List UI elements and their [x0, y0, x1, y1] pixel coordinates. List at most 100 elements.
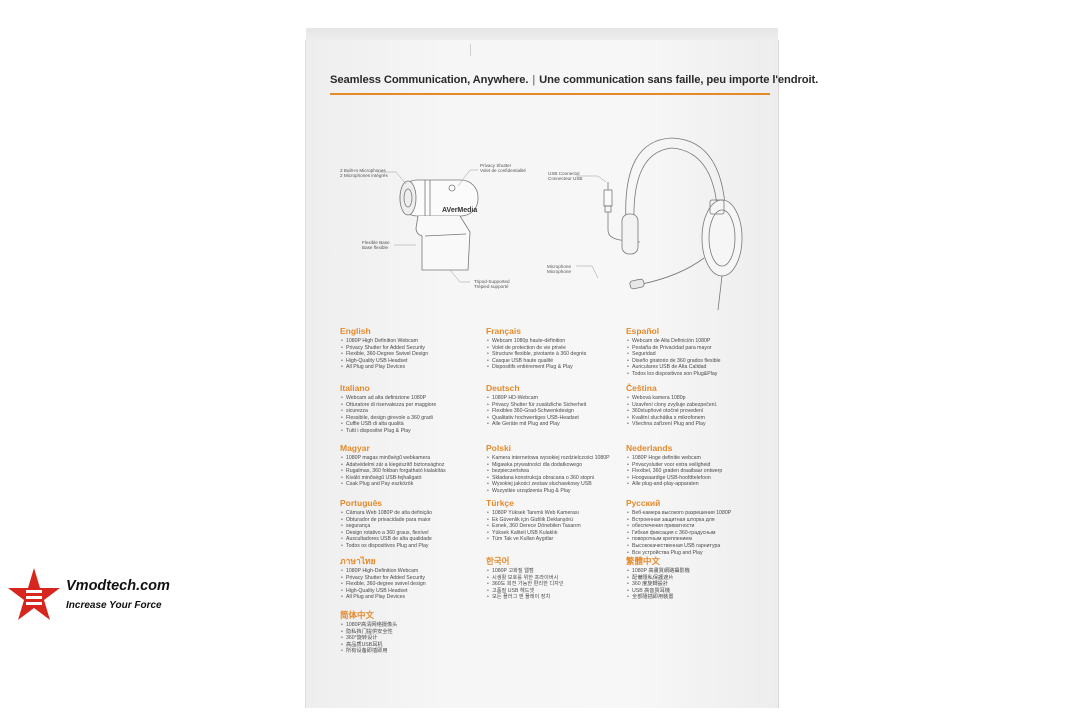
feature-list: Câmara Web 1080P de alta definição Obtur…	[340, 510, 432, 550]
lang-block-traditional-chinese: 繁體中文 1080P 高畫質網路攝影機 配備隱私保護遮片 360 度旋轉設計 U…	[626, 557, 690, 601]
feature-item: Ek Güvenlik için Gizlilik Deklanşörü	[487, 517, 581, 524]
feature-item: Auriculares USB de Alta Calidad	[627, 364, 721, 371]
feature-item: 고품질 USB 헤드셋	[487, 588, 564, 595]
feature-item: Alle plug-and-play-apparaten	[627, 481, 722, 488]
feature-item: segurança	[341, 523, 432, 530]
lang-title: Français	[486, 326, 521, 336]
feature-item: Csak Plug and Pay eszközök	[341, 481, 446, 488]
label-microphones-fr: 2 Microphones intégrés	[340, 173, 388, 179]
label-flexible-base: Flexible Base Base flexible	[362, 240, 390, 251]
headline-french: Une communication sans faille, peu impor…	[539, 74, 819, 86]
feature-item: Uzavření clony zvyšuje zabezpečení.	[627, 402, 717, 409]
feature-item: Privacy Shutter für zusätzliche Sicherhe…	[487, 402, 586, 409]
feature-item: Yüksek Kaliteli USB Kulaklık	[487, 530, 581, 537]
feature-item: 1080P Yüksek Tanımlı Web Kamerası	[487, 510, 581, 517]
feature-item: 全部隨插即用裝置	[627, 594, 690, 601]
lang-block-magyar: Magyar 1080P magas minőségű webkamera Ad…	[340, 444, 446, 488]
feature-item: 모든 플러그 앤 플레이 장치	[487, 594, 564, 601]
feature-item: 360 度旋轉設計	[627, 581, 690, 588]
feature-item: Alle Geräte mit Plug and Play	[487, 421, 586, 428]
feature-item: Privacy Shutter for Added Security	[341, 345, 428, 352]
feature-item: Webcam de Alta Definición 1080P	[627, 338, 721, 345]
usb-cable-drawing	[603, 182, 641, 243]
feature-item: Pestaña de Privacidad para mayor	[627, 345, 721, 352]
headline-english: Seamless Communication, Anywhere.	[330, 74, 529, 86]
flap-crease	[470, 44, 471, 56]
feature-item: Wszystkie urządzenia Plug & Play	[487, 488, 610, 495]
feature-item: USB 高音質耳機	[627, 588, 690, 595]
feature-item: 配備隱私保護遮片	[627, 575, 690, 582]
lang-title: 한국어	[486, 556, 510, 566]
feature-item: Todos os dispositivos Plug and Play	[341, 543, 432, 550]
feature-item: 所有设备即插即用	[341, 648, 397, 655]
feature-item: Веб-камера высокого разрешения 1080P	[627, 510, 731, 517]
feature-item: Diseño giratorio de 360 grados flexible	[627, 358, 721, 365]
feature-item: Kiváló minőségű USB-fejhallgató	[341, 475, 446, 482]
feature-list: 1080P 고화질 웹캠 시생활 보호를 위한 프라이버시 360도 회전 가능…	[486, 568, 564, 601]
feature-list: Webcam 1080p haute-définition Volet de p…	[486, 338, 586, 371]
webcam-drawing	[399, 179, 479, 271]
feature-item: Webcam 1080p haute-définition	[487, 338, 586, 345]
feature-item: Гибкая фиксация с 360-градусным	[627, 530, 731, 537]
label-base-en: Flexible Base	[362, 240, 390, 245]
feature-item: 1080P高清网络摄像头	[341, 622, 397, 629]
feature-item: Otturatore di riservatezza per maggiore	[341, 402, 436, 409]
label-microphones-en: 2 Built-In Microphones	[340, 168, 386, 173]
headline-rule	[330, 93, 770, 95]
feature-item: обеспечения приватности	[627, 523, 731, 530]
feature-item: 1080P High Definition Webcam	[341, 338, 428, 345]
lang-block-deutsch: Deutsch 1080P HD-Webcam Privacy Shutter …	[486, 384, 586, 428]
label-microphone: Microphone Microphone	[547, 264, 571, 275]
lang-block-korean: 한국어 1080P 고화질 웹캠 시생활 보호를 위한 프라이버시 360도 회…	[486, 557, 564, 601]
lang-block-russian: Русский Веб-камера высокого разрешения 1…	[626, 499, 731, 556]
lang-block-thai: ภาษาไทย 1080P High-Definition Webcam Pri…	[340, 557, 426, 601]
feature-item: Všechna zařízení Plug and Play	[627, 421, 717, 428]
feature-item: Adatvédelmi zár a kiegészítő biztonságho…	[341, 462, 446, 469]
feature-item: 1080P Hoge definitie webcam	[627, 455, 722, 462]
lang-block-francais: Français Webcam 1080p haute-définition V…	[486, 327, 586, 371]
feature-item: All Plug and Play Devices	[341, 364, 428, 371]
feature-item: 1080P 高畫質網路攝影機	[627, 568, 690, 575]
label-usb-connector: USB Connector Connecteur USB	[548, 171, 582, 182]
feature-item: Wysokiej jakości zestaw słuchawkowy USB	[487, 481, 610, 488]
feature-list: 1080P高清网络摄像头 隐私挡门提供安全性 360°旋转设计 高品质USB耳机…	[340, 622, 397, 655]
lang-title: Deutsch	[486, 383, 520, 393]
lang-block-turkce: Türkçe 1080P Yüksek Tanımlı Web Kamerası…	[486, 499, 581, 543]
feature-item: High-Quality USB Headset	[341, 588, 426, 595]
feature-item: 시생활 보호를 위한 프라이버시	[487, 575, 564, 582]
feature-item: Все устройства Plug and Play	[627, 550, 731, 557]
feature-item: Structure flexible, pivotante à 360 degr…	[487, 351, 586, 358]
label-base-fr: Base flexible	[362, 245, 389, 251]
lang-title: Italiano	[340, 383, 370, 393]
feature-item: поворотным креплением	[627, 536, 731, 543]
feature-item: 360stupňové otočné provedení	[627, 408, 717, 415]
label-usb-en: USB Connector	[548, 171, 580, 176]
label-tripod: Tripod-Supported Trépied supporté	[474, 279, 510, 290]
feature-item: 高品质USB耳机	[341, 642, 397, 649]
vmodtech-logo-icon	[8, 568, 60, 620]
feature-item: Встроенная защитная шторка для	[627, 517, 731, 524]
headset-drawing	[621, 137, 743, 311]
feature-list: 1080P HD-Webcam Privacy Shutter für zusä…	[486, 395, 586, 428]
feature-item: Privacy Shutter for Added Security	[341, 575, 426, 582]
lang-title: Türkçe	[486, 498, 514, 508]
feature-item: Высококачественная USB гарнитура	[627, 543, 731, 550]
feature-item: 1080P magas minőségű webkamera	[341, 455, 446, 462]
feature-item: Cuffie USB di alta qualità	[341, 421, 436, 428]
feature-item: Dispositifs entièrement Plug & Play	[487, 364, 586, 371]
feature-item: 1080P HD-Webcam	[487, 395, 586, 402]
feature-item: sicurezza	[341, 408, 436, 415]
feature-list: Webcam ad alta definizione 1080P Otturat…	[340, 395, 436, 435]
feature-item: bezpieczeństwa	[487, 468, 610, 475]
feature-item: Kvalitní sluchátka s mikrofonem	[627, 415, 717, 422]
label-shutter-fr: Volet de confidentialité	[480, 168, 526, 174]
lang-block-simplified-chinese: 简体中文 1080P高清网络摄像头 隐私挡门提供安全性 360°旋转设计 高品质…	[340, 611, 397, 655]
feature-item: Webová kamera 1080p	[627, 395, 717, 402]
feature-item: All Plug and Play Devices	[341, 594, 426, 601]
lang-title: 繁體中文	[626, 556, 661, 566]
lang-title: Nederlands	[626, 443, 673, 453]
feature-item: Todos los dispositivos son Plug&Play	[627, 371, 721, 378]
feature-list: 1080P Yüksek Tanımlı Web Kamerası Ek Güv…	[486, 510, 581, 543]
feature-item: 隐私挡门提供安全性	[341, 629, 397, 636]
lang-title: Русский	[626, 498, 661, 508]
